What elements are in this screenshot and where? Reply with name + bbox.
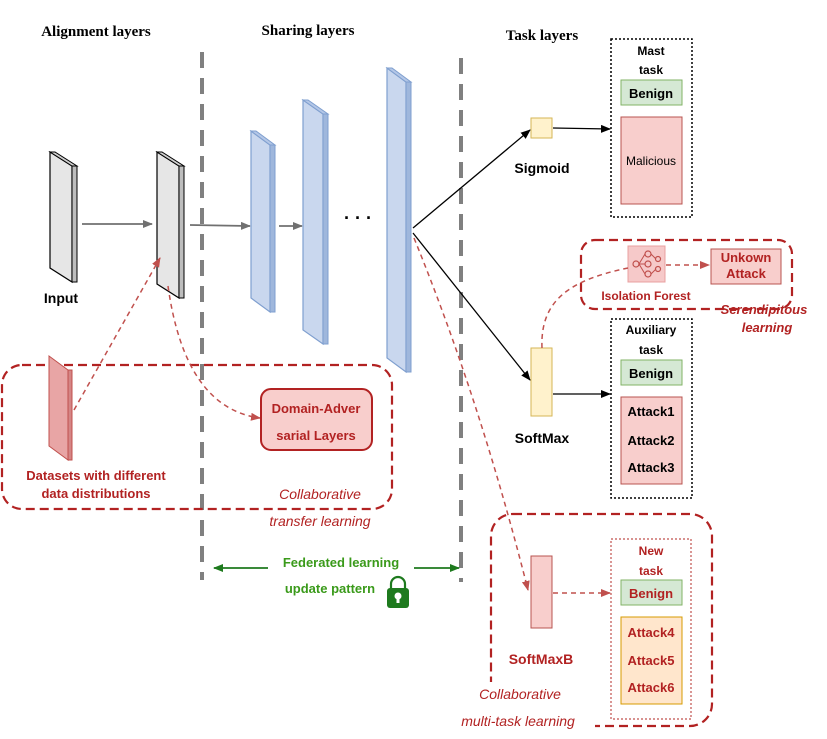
- arrow-datasets-to-alignment: [73, 257, 161, 411]
- auxiliary-task-title-2: task: [639, 343, 663, 357]
- multitask-label-bg: [445, 682, 595, 732]
- mast-task-title-2: task: [639, 63, 663, 77]
- unknown-attack-box: [710, 248, 782, 285]
- mast-benign-label: Benign: [629, 86, 673, 101]
- auxiliary-benign-box: [620, 359, 683, 386]
- mast-task-box: Mast task Benign Malicious: [610, 38, 693, 218]
- collaborative-multitask-label-1: Collaborative: [479, 686, 561, 702]
- auxiliary-task-title-1: Auxiliary: [626, 323, 677, 337]
- input-label: Input: [44, 290, 79, 306]
- collaborative-transfer-region: [0, 363, 394, 511]
- arrow-sigmoid-to-mast: [552, 124, 611, 133]
- arrow-alignment-to-shared: [189, 221, 251, 230]
- new-task-title-1: New: [639, 544, 664, 558]
- header-alignment-layers: Alignment layers: [41, 24, 151, 40]
- new-task-box: New task Benign Attack4 Attack5 Attack6: [610, 538, 692, 720]
- auxiliary-attack-2: Attack2: [628, 433, 675, 448]
- new-attack-4: Attack4: [628, 625, 676, 640]
- auxiliary-task-box: Auxiliary task Benign Attack1 Attack2 At…: [610, 318, 693, 499]
- arrow-softmax-to-isolation-forest: [541, 267, 629, 349]
- softmax-label: SoftMax: [515, 430, 570, 446]
- auxiliary-benign-label: Benign: [629, 366, 673, 381]
- mast-malicious-label: Malicious: [626, 154, 676, 168]
- alignment-layer: [155, 150, 186, 300]
- collaborative-transfer-label-1: Collaborative: [279, 486, 361, 502]
- collaborative-multitask-region: [489, 512, 714, 728]
- softmax-node: [530, 347, 553, 417]
- header-sharing-layers: Sharing layers: [262, 23, 355, 39]
- sigmoid-label: Sigmoid: [514, 160, 569, 176]
- shared-layer-1: [249, 129, 277, 314]
- arrow-alignment-to-domain-adversarial: [167, 285, 261, 421]
- new-benign-label: Benign: [629, 586, 673, 601]
- arrow-to-softmax: [412, 232, 531, 381]
- domain-adversarial-box: [260, 388, 373, 451]
- mast-task-title-1: Mast: [637, 44, 664, 58]
- arrow-to-softmaxb: [413, 237, 530, 591]
- domain-adversarial-label-2: sarial Layers: [276, 428, 356, 443]
- softmaxb-node: [530, 555, 553, 629]
- auxiliary-attack-1: Attack1: [628, 404, 675, 419]
- domain-adversarial-label-1: Domain-Adver: [272, 401, 361, 416]
- datasets-label-2: data distributions: [41, 486, 150, 501]
- serendipitous-label-1: Serendipitous: [721, 302, 808, 317]
- auxiliary-attacks-box: [620, 396, 683, 485]
- softmaxb-label: SoftMaxB: [509, 651, 574, 667]
- serendipitous-label-2: learning: [742, 320, 793, 335]
- isolation-forest-label: Isolation Forest: [601, 289, 690, 303]
- datasets-layer: [48, 355, 73, 461]
- arrow-to-sigmoid: [412, 129, 531, 229]
- datasets-label-1: Datasets with different: [26, 468, 166, 483]
- shared-layer-3: [385, 66, 413, 374]
- input-layer: [48, 150, 79, 284]
- header-task-layers: Task layers: [506, 28, 579, 44]
- federated-label-2: update pattern: [285, 581, 375, 596]
- new-attack-5: Attack5: [628, 653, 675, 668]
- isolation-forest-icon: [627, 245, 666, 283]
- new-task-title-2: task: [639, 564, 663, 578]
- auxiliary-attack-3: Attack3: [628, 460, 675, 475]
- federated-label-bg: [268, 551, 414, 581]
- collaborative-transfer-label-2: transfer learning: [269, 513, 370, 529]
- new-attacks-box: [620, 616, 683, 705]
- mast-benign-box: [620, 79, 683, 106]
- serendipitous-region: [579, 238, 794, 311]
- ellipsis: · · ·: [344, 208, 372, 228]
- shared-layer-2: [301, 98, 330, 346]
- unknown-attack-label-2: Attack: [726, 266, 767, 281]
- federated-label-1: Federated learning: [283, 555, 399, 570]
- padlock-icon: [387, 575, 409, 608]
- mast-malicious-box: [620, 116, 683, 205]
- unknown-attack-label-1: Unkown: [721, 250, 772, 265]
- collaborative-multitask-label-2: multi-task learning: [461, 713, 575, 729]
- new-benign-box: [620, 579, 683, 606]
- sigmoid-node: [530, 117, 553, 139]
- new-attack-6: Attack6: [628, 680, 675, 695]
